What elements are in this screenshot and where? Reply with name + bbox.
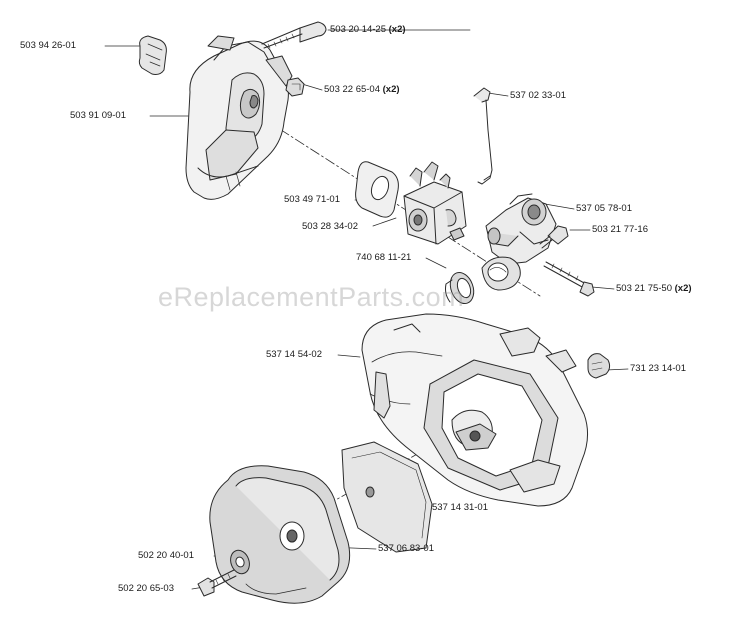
part-qty: (x2) xyxy=(388,24,406,35)
part-label-503-49-71-01: 503 49 71-01 xyxy=(284,194,340,205)
part-label-537-05-78-01: 537 05 78-01 xyxy=(576,203,632,214)
part-label-503-94-26-01: 503 94 26-01 xyxy=(20,40,76,51)
part-number: 503 20 14-25 xyxy=(330,24,386,35)
carburetor-part xyxy=(403,161,467,245)
part-number: 503 21 77-16 xyxy=(592,224,648,235)
nut-part xyxy=(285,77,305,97)
part-number: 503 49 71-01 xyxy=(284,194,340,205)
part-number: 503 21 75-50 xyxy=(616,283,672,294)
part-number: 502 20 65-03 xyxy=(118,583,174,594)
cover-screw-part xyxy=(197,569,237,597)
washer-part xyxy=(230,549,250,575)
part-number: 537 05 78-01 xyxy=(576,203,632,214)
part-number: 502 20 40-01 xyxy=(138,550,194,561)
plug-boot-part xyxy=(587,353,611,379)
part-label-503-21-75-50: 503 21 75-50 (x2) xyxy=(616,283,692,294)
part-qty: (x2) xyxy=(674,283,692,294)
part-label-537-06-83-01: 537 06 83-01 xyxy=(378,543,434,554)
part-label-503-28-34-02: 503 28 34-02 xyxy=(302,221,358,232)
grommet-part xyxy=(138,35,167,75)
filter-cover-part xyxy=(209,465,351,604)
part-label-503-91-09-01: 503 91 09-01 xyxy=(70,110,126,121)
part-qty: (x2) xyxy=(382,84,400,95)
intake-housing-part xyxy=(185,35,293,200)
part-label-502-20-65-03: 502 20 65-03 xyxy=(118,583,174,594)
part-label-503-22-65-04: 503 22 65-04 (x2) xyxy=(324,84,400,95)
screw-top-part xyxy=(261,21,327,49)
gasket-part xyxy=(355,161,399,218)
part-number: 731 23 14-01 xyxy=(630,363,686,374)
screw-side-part xyxy=(539,225,569,249)
part-number: 503 22 65-04 xyxy=(324,84,380,95)
part-label-503-20-14-25: 503 20 14-25 (x2) xyxy=(330,24,406,35)
part-number: 503 28 34-02 xyxy=(302,221,358,232)
part-label-537-14-31-01: 537 14 31-01 xyxy=(432,502,488,513)
part-number: 537 14 31-01 xyxy=(432,502,488,513)
part-number: 740 68 11-21 xyxy=(356,252,412,263)
part-number: 537 02 33-01 xyxy=(510,90,566,101)
part-number: 503 94 26-01 xyxy=(20,40,76,51)
part-number: 503 91 09-01 xyxy=(70,110,126,121)
part-label-740-68-11-21: 740 68 11-21 xyxy=(356,252,411,263)
part-label-502-20-40-01: 502 20 40-01 xyxy=(138,550,194,561)
long-bolt-part xyxy=(543,261,595,297)
part-label-537-02-33-01: 537 02 33-01 xyxy=(510,90,566,101)
intake-elbow-part xyxy=(481,193,557,291)
seal-ring-part xyxy=(445,272,475,304)
filter-part xyxy=(341,441,433,553)
watermark: eReplacementParts.com xyxy=(158,282,465,312)
part-number: 537 06 83-01 xyxy=(378,543,434,554)
part-number: 537 14 54-02 xyxy=(266,349,322,360)
part-label-503-21-77-16: 503 21 77-16 xyxy=(592,224,648,235)
throttle-rod-part xyxy=(473,87,493,185)
part-label-731-23-14-01: 731 23 14-01 xyxy=(630,363,686,374)
part-label-537-14-54-02: 537 14 54-02 xyxy=(266,349,322,360)
shroud-part xyxy=(361,313,588,507)
